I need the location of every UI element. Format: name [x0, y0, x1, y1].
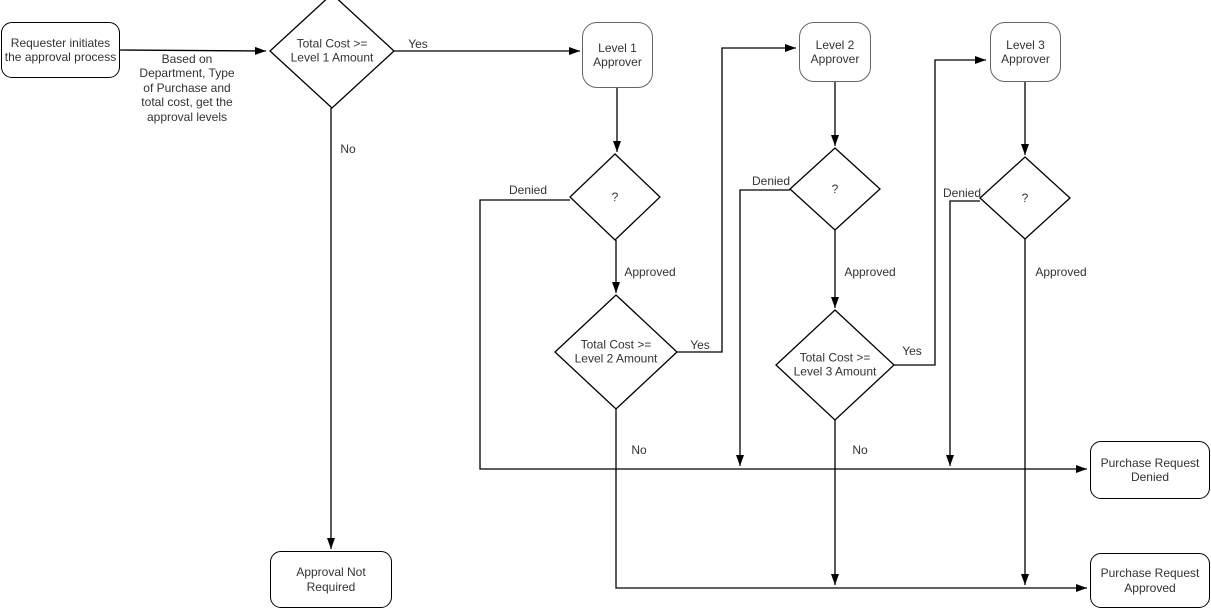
node-decision1: [569, 153, 661, 241]
node-level2-approver: Level 2 Approver: [799, 22, 871, 82]
node-approval-not-required-label: Approval Not Required: [296, 565, 366, 594]
edge-decision3-denied: [946, 200, 980, 466]
node-start-label: Requester initiates the approval process: [4, 35, 117, 64]
node-level2-approver-label: Level 2 Approver: [810, 37, 860, 66]
edge-start-to-check-level1: [119, 46, 267, 55]
node-decision2: [789, 147, 881, 231]
edge-decision1-denied: [479, 199, 1087, 473]
edge-check-level2-yes: [677, 44, 796, 353]
node-level3-approver: Level 3 Approver: [990, 22, 1061, 82]
node-request-denied: Purchase Request Denied: [1090, 441, 1210, 499]
node-check-level3: [775, 309, 895, 421]
node-level3-approver-label: Level 3 Approver: [1001, 37, 1050, 66]
node-decision3: [979, 156, 1071, 240]
edge-check-level2-no: [615, 409, 1087, 592]
node-start: Requester initiates the approval process: [1, 22, 120, 78]
node-request-approved: Purchase Request Approved: [1090, 553, 1210, 608]
node-request-denied-label: Purchase Request Denied: [1100, 455, 1200, 484]
node-approval-not-required: Approval Not Required: [270, 551, 392, 608]
edge-decision2-denied: [736, 189, 790, 466]
node-level1-approver: Level 1 Approver: [582, 22, 653, 88]
node-request-approved-label: Purchase Request Approved: [1100, 566, 1200, 595]
node-check-level1: [269, 0, 395, 109]
node-check-level2: [554, 294, 678, 410]
edge-check-level3-yes: [894, 56, 986, 366]
node-level1-approver-label: Level 1 Approver: [593, 40, 642, 69]
